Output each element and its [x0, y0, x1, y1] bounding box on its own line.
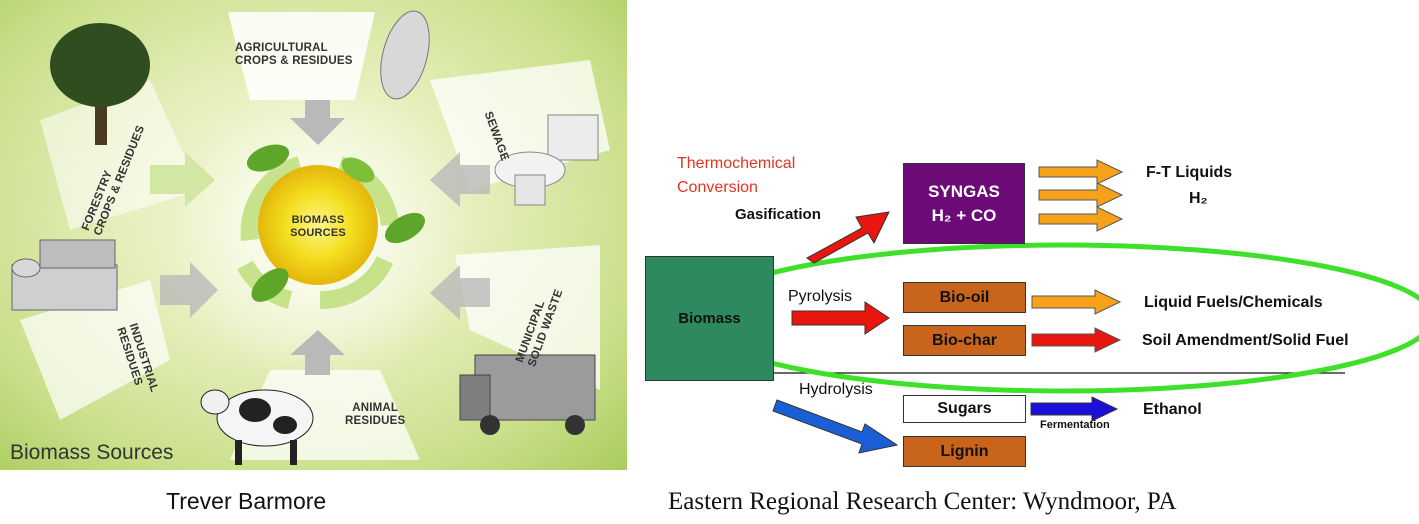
sugars-box: Sugars	[903, 395, 1026, 423]
hydrolysis-label: Hydrolysis	[799, 381, 873, 398]
lignin-box: Lignin	[903, 436, 1026, 467]
fermentation-label: Fermentation	[1040, 419, 1110, 431]
left-title: Biomass Sources	[10, 441, 174, 464]
right-caption: Eastern Regional Research Center: Wyndmo…	[668, 488, 1177, 515]
h2-label: H₂	[1189, 190, 1208, 207]
syngas-box: SYNGAS H₂ + CO	[903, 163, 1025, 244]
ethanol-label: Ethanol	[1143, 401, 1202, 418]
left-caption: Trever Barmore	[166, 488, 327, 514]
sector-background	[11, 10, 610, 465]
biomass-box: Biomass	[645, 256, 774, 381]
bio-char-box: Bio-char	[903, 325, 1026, 356]
syngas-formula: H₂ + CO	[931, 205, 997, 225]
syngas-label: SYNGAS	[928, 181, 1000, 201]
pyrolysis-label: Pyrolysis	[788, 288, 853, 305]
bio-oil-box: Bio-oil	[903, 282, 1026, 313]
gasification-label: Gasification	[735, 206, 821, 223]
liquid-fuels-label: Liquid Fuels/Chemicals	[1144, 294, 1323, 311]
ft-liquids-label: F-T Liquids	[1146, 164, 1233, 181]
soil-amendment-label: Soil Amendment/Solid Fuel	[1142, 332, 1349, 349]
